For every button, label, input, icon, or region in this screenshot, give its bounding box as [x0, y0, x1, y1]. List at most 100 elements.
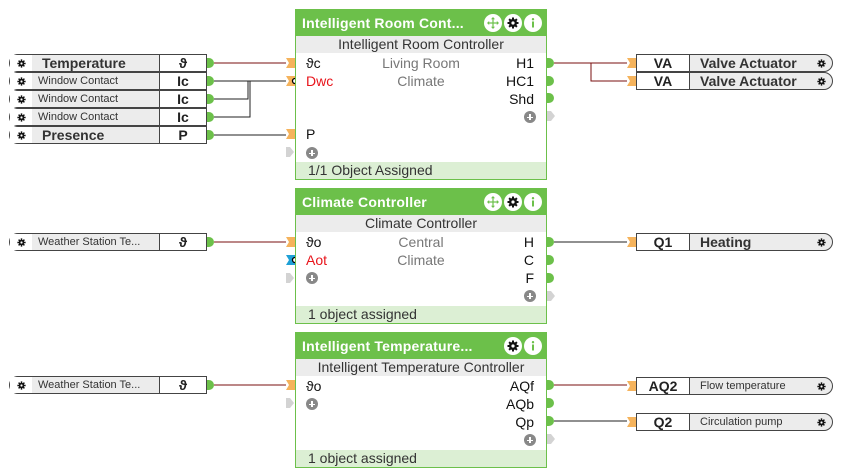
output-node-heating[interactable]: Q1 Heating	[636, 233, 833, 251]
add-output-icon[interactable]	[524, 111, 536, 123]
input-pin-label[interactable]: ϑo	[306, 378, 322, 394]
output-pin-label[interactable]: AQf	[509, 378, 534, 394]
wire-valve-actuator[interactable]	[590, 63, 627, 82]
output-connector	[547, 273, 554, 283]
gear-icon[interactable]	[10, 73, 32, 89]
node-name: Valve Actuator	[700, 55, 797, 71]
block-header[interactable]: Intelligent Temperature...	[296, 333, 546, 359]
node-name: Window Contact	[38, 75, 119, 87]
input-node-weather-station[interactable]: Weather Station Te... ϑ	[9, 376, 207, 394]
add-output-icon[interactable]	[524, 434, 536, 446]
gear-icon[interactable]	[10, 234, 32, 250]
input-connector	[286, 76, 295, 86]
gear-icon[interactable]	[504, 337, 522, 355]
gear-icon[interactable]	[504, 14, 522, 32]
block-header[interactable]: Intelligent Room Cont...	[296, 10, 546, 36]
output-node-flow-temperature[interactable]: AQ2 Flow temperature	[636, 377, 833, 395]
input-connector	[286, 129, 295, 139]
output-connector	[547, 93, 554, 103]
gear-icon[interactable]	[810, 73, 832, 89]
node-name: Window Contact	[38, 93, 119, 105]
gear-icon[interactable]	[504, 193, 522, 211]
output-pin-label[interactable]: C	[523, 252, 534, 268]
input-node-presence[interactable]: Presence P	[9, 126, 207, 144]
input-node-weather-station[interactable]: Weather Station Te... ϑ	[9, 233, 207, 251]
input-node-window-contact[interactable]: Window Contact Ic	[9, 90, 207, 108]
input-pin-label[interactable]: ϑo	[306, 234, 322, 250]
node-name: Temperature	[42, 55, 126, 71]
output-pin-label[interactable]: F	[525, 270, 534, 286]
input-pin-label[interactable]: ϑc	[306, 55, 321, 71]
output-pin-label[interactable]: Shd	[509, 91, 534, 107]
move-icon[interactable]	[484, 193, 502, 211]
output-connector	[547, 398, 554, 408]
output-connector	[207, 380, 214, 390]
block-category: Climate	[397, 73, 445, 89]
input-connector	[286, 255, 295, 265]
wire-window-contact[interactable]	[214, 81, 249, 100]
output-pin-label[interactable]: HC1	[505, 73, 534, 89]
empty-output-connector	[286, 147, 294, 157]
climate-controller-block[interactable]: Climate Controller Climate Controller ϑo…	[295, 188, 547, 324]
output-connector	[547, 58, 554, 68]
node-name: Valve Actuator	[700, 73, 797, 89]
info-icon[interactable]	[524, 14, 542, 32]
block-subtitle: Intelligent Temperature Controller	[296, 359, 546, 376]
intelligent-temperature-controller-block[interactable]: Intelligent Temperature... Intelligent T…	[295, 332, 547, 468]
output-connector	[207, 94, 214, 104]
output-pin-label[interactable]: H1	[516, 55, 534, 71]
add-input-icon[interactable]	[306, 272, 318, 284]
gear-icon[interactable]	[10, 127, 32, 143]
input-pin-label[interactable]: P	[306, 126, 316, 142]
node-name: Weather Station Te...	[38, 379, 141, 391]
output-pin-label[interactable]: Qp	[515, 414, 534, 430]
input-pin-label[interactable]: Aot	[306, 252, 328, 268]
gear-icon[interactable]	[810, 234, 832, 250]
gear-icon[interactable]	[810, 414, 832, 430]
output-pin-label[interactable]: AQb	[505, 396, 534, 412]
node-symbol: P	[159, 127, 206, 143]
node-symbol: Ic	[159, 91, 206, 107]
info-icon[interactable]	[524, 337, 542, 355]
input-connector	[627, 237, 636, 247]
input-connector	[627, 381, 636, 391]
input-node-window-contact[interactable]: Window Contact Ic	[9, 72, 207, 90]
node-name: Circulation pump	[700, 416, 783, 428]
intelligent-room-controller-block[interactable]: Intelligent Room Cont... Intelligent Roo…	[295, 9, 547, 180]
input-connector	[627, 417, 636, 427]
add-output-icon[interactable]	[524, 290, 536, 302]
output-connector	[207, 76, 214, 86]
move-icon[interactable]	[484, 14, 502, 32]
wire-window-contact[interactable]	[214, 81, 251, 118]
block-header[interactable]: Climate Controller	[296, 189, 546, 215]
gear-icon[interactable]	[810, 378, 832, 394]
add-input-icon[interactable]	[306, 147, 318, 159]
output-connector	[547, 76, 554, 86]
gear-icon[interactable]	[810, 55, 832, 71]
node-symbol: VA	[637, 73, 690, 89]
info-icon[interactable]	[524, 193, 542, 211]
node-symbol: AQ2	[637, 378, 690, 394]
empty-output-connector	[286, 273, 294, 283]
output-connector	[207, 130, 214, 140]
input-node-window-contact[interactable]: Window Contact Ic	[9, 108, 207, 126]
block-title: Intelligent Temperature...	[302, 338, 473, 354]
output-node-valve-actuator[interactable]: VA Valve Actuator	[636, 54, 833, 72]
output-node-circulation-pump[interactable]: Q2 Circulation pump	[636, 413, 833, 431]
empty-output-connector	[547, 291, 555, 301]
input-node-temperature[interactable]: Temperature ϑ	[9, 54, 207, 72]
output-connector	[547, 237, 554, 247]
block-assignment-status: 1 object assigned	[296, 450, 546, 467]
gear-icon[interactable]	[10, 377, 32, 393]
add-input-icon[interactable]	[306, 398, 318, 410]
output-node-valve-actuator[interactable]: VA Valve Actuator	[636, 72, 833, 90]
output-connector	[207, 237, 214, 247]
input-pin-label[interactable]: Dwc	[306, 73, 334, 89]
gear-icon[interactable]	[10, 91, 32, 107]
block-subtitle: Climate Controller	[296, 215, 546, 232]
block-title: Climate Controller	[302, 194, 427, 210]
output-connector	[207, 58, 214, 68]
gear-icon[interactable]	[10, 109, 32, 125]
gear-icon[interactable]	[10, 55, 32, 71]
output-pin-label[interactable]: H	[523, 234, 534, 250]
